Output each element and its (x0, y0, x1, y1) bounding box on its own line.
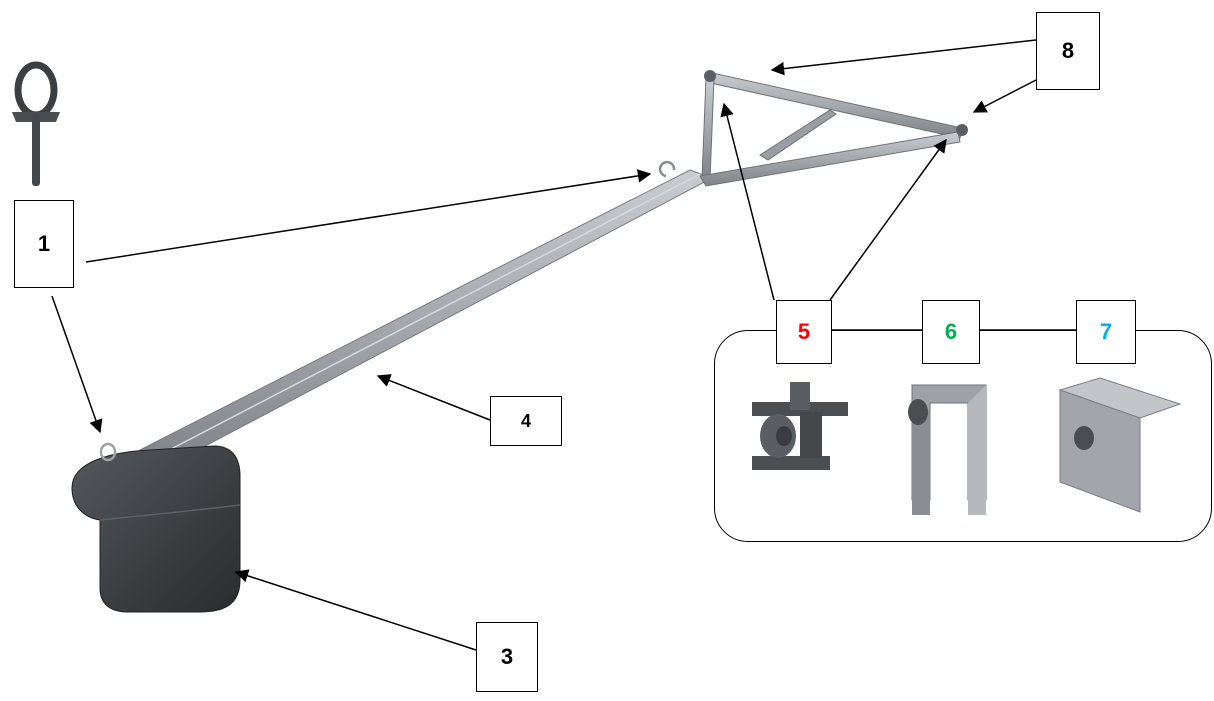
u-bracket-icon (908, 384, 987, 515)
arrow-5-to-right-corner (829, 138, 947, 301)
arrow-1-to-weight-ring (51, 295, 103, 434)
end-fitting-left-icon (704, 70, 716, 82)
end-fitting-right-icon (956, 124, 968, 136)
label-1: 1 (14, 200, 74, 288)
arrow-4-to-beam (376, 374, 491, 421)
ring-anchor-icon (12, 61, 60, 186)
label-6: 6 (922, 300, 980, 364)
label-5: 5 (776, 300, 832, 364)
arrow-5-to-left-corner (720, 102, 775, 301)
counterweight (71, 445, 241, 613)
triangle-frame (699, 71, 963, 187)
arrow-3-to-weight (234, 569, 477, 651)
boom-beam (139, 169, 714, 471)
label-3: 3 (476, 622, 538, 692)
label-8: 8 (1036, 12, 1100, 90)
label-7: 7 (1076, 300, 1136, 364)
arrow-8-to-left-end (770, 39, 1037, 76)
angle-bracket-icon (1058, 377, 1182, 513)
counterweight-ring-icon (99, 442, 117, 462)
boom-ring-icon (658, 160, 676, 178)
arrow-1-to-boom-ring (85, 169, 652, 263)
clamp-bracket-icon (752, 382, 848, 470)
label-4: 4 (490, 396, 562, 446)
arrow-8-to-right-end (972, 79, 1037, 113)
